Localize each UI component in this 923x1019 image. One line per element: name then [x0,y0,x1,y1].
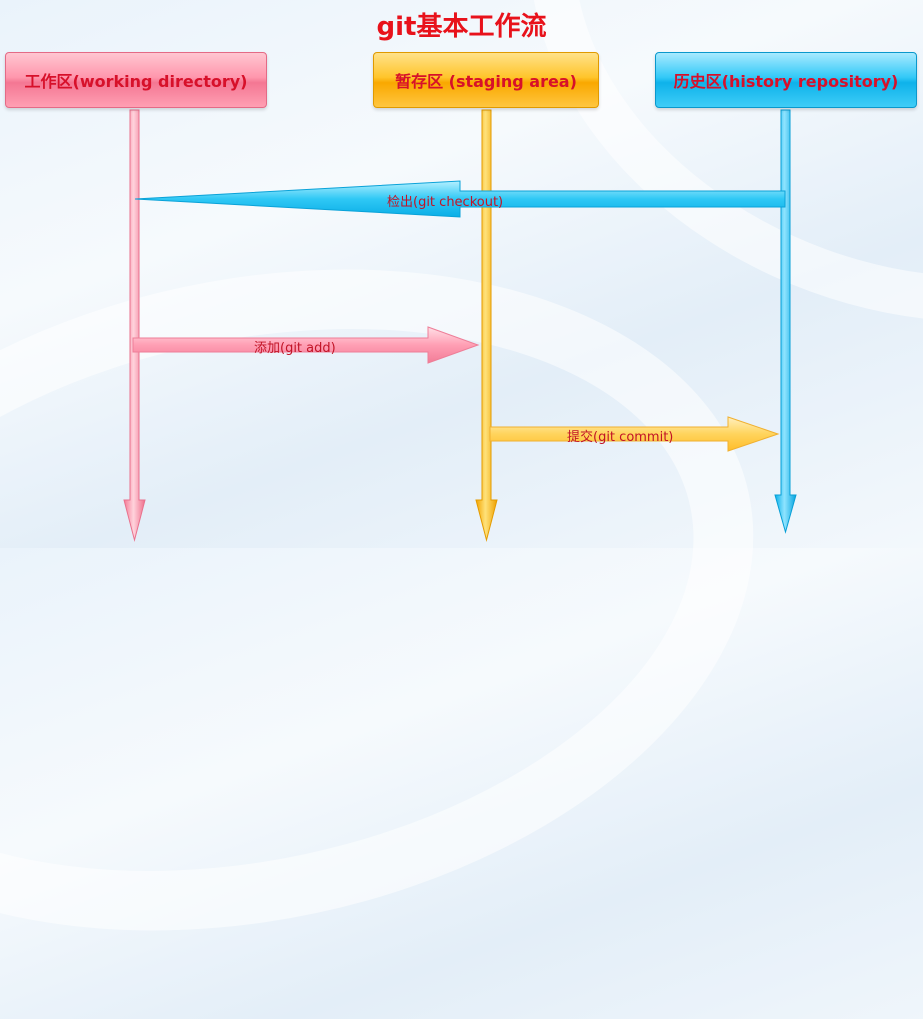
staging-lifeline [475,109,498,542]
checkout-arrow [134,180,786,218]
add-arrow [132,326,480,364]
add-label: 添加(git add) [254,341,336,356]
working-directory-label: 工作区(working directory) [24,72,248,91]
history-lifeline [774,109,797,534]
staging-area-box: 暂存区 (staging area) [373,52,599,108]
staging-area-label: 暂存区 (staging area) [395,72,577,91]
commit-label: 提交(git commit) [567,430,674,445]
working-directory-box: 工作区(working directory) [5,52,267,108]
history-repository-label: 历史区(history repository) [673,72,899,91]
history-repository-box: 历史区(history repository) [655,52,917,108]
diagram-title: git基本工作流 [376,12,547,42]
commit-arrow [489,416,780,452]
working-lifeline [123,109,146,542]
workflow-diagram [123,109,797,542]
checkout-label: 检出(git checkout) [387,195,504,210]
